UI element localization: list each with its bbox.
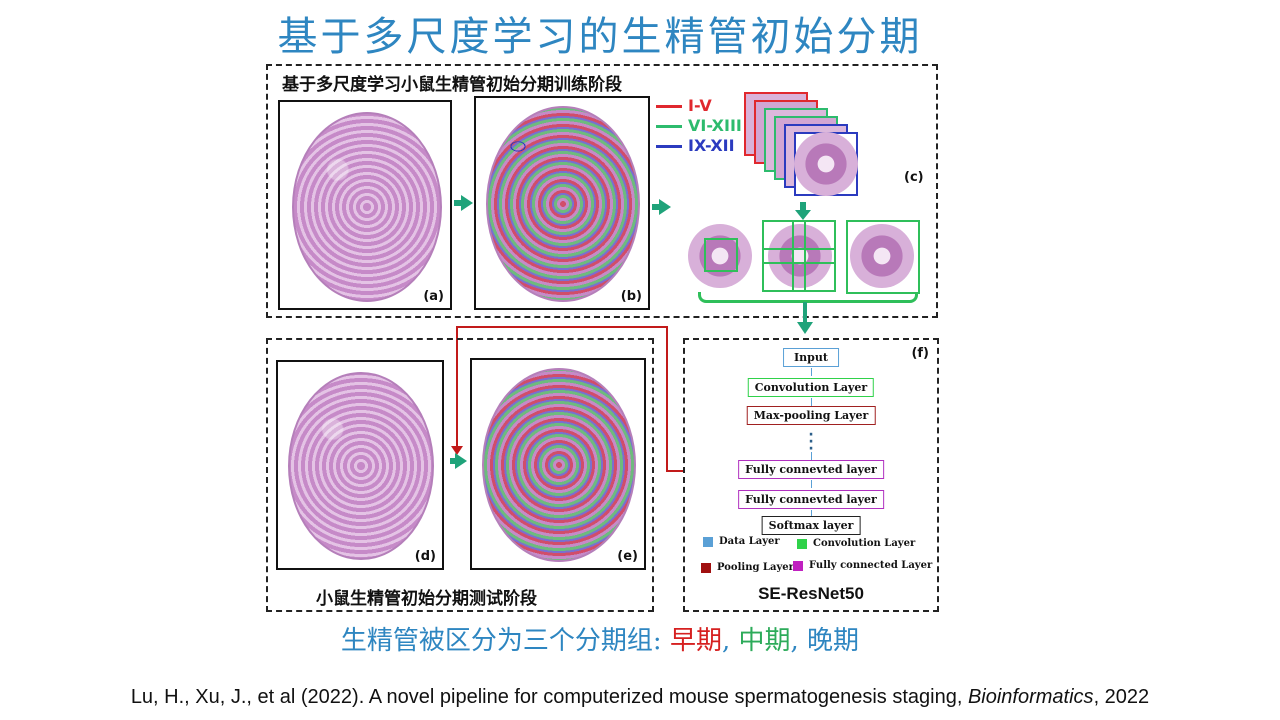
crop-box-2a — [762, 220, 806, 264]
legend-fc-text: Fully connected Layer — [809, 560, 933, 571]
layer-max-pooling: Max-pooling Layer — [746, 406, 876, 425]
panel-d-tissue-image: (d) — [276, 360, 444, 570]
legend-square-fc — [793, 560, 803, 571]
red-line-right-down — [666, 326, 668, 472]
legend-text-1: I-V — [688, 96, 712, 115]
panel-e-result-image: (e) — [470, 358, 646, 570]
layer-arrow-4 — [811, 480, 812, 488]
multiscale-crop-2 — [768, 224, 832, 288]
crop-box-1 — [704, 238, 738, 272]
panel-a-tissue-image: (a) — [278, 100, 452, 310]
layer-arrow-5 — [811, 510, 812, 518]
crop-box-2c — [762, 248, 806, 292]
connector-to-network — [803, 302, 807, 324]
legend-pooling-layer: Pooling Layer — [701, 562, 794, 573]
summary-late: 晚期 — [807, 626, 860, 656]
summary-early: 早期 — [669, 626, 722, 656]
panel-c-label: (c) — [904, 170, 924, 185]
summary-sep-2: , — [790, 626, 799, 656]
summary-sentence: 生精管被区分为三个分期组: 早期, 中期, 晚期 — [0, 620, 1200, 657]
connector-arrow-head — [797, 322, 813, 334]
testis-section-d — [288, 372, 434, 560]
layer-softmax: Softmax layer — [761, 516, 861, 535]
panel-a-label: (a) — [423, 289, 444, 304]
training-stage-box: 基于多尺度学习小鼠生精管初始分期训练阶段 (a) (b) I-V VI-XIII… — [266, 64, 938, 318]
legend-pool-text: Pooling Layer — [717, 562, 794, 573]
summary-sep-1: , — [721, 626, 731, 656]
slide-title: 基于多尺度学习的生精管初始分期 — [277, 14, 923, 60]
legend-square-data — [703, 536, 713, 547]
red-line-arrowhead — [451, 446, 463, 455]
layer-arrow-3 — [811, 452, 812, 460]
legend-conv-layer: Convolution Layer — [797, 538, 915, 549]
legend-data-layer: Data Layer — [703, 536, 780, 547]
legend-line-blue — [656, 145, 682, 148]
crop-box-3 — [846, 220, 920, 294]
layer-convolution: Convolution Layer — [747, 378, 875, 397]
multiscale-crop-1 — [688, 224, 752, 288]
legend-square-conv — [797, 538, 807, 549]
panel-b-label: (b) — [620, 289, 642, 304]
tubule-crop-icon — [794, 132, 858, 196]
legend-fc-layer: Fully connected Layer — [793, 560, 932, 571]
legend-stage-2: VI-XIII — [656, 116, 742, 135]
arrow-d-to-e-icon — [455, 453, 467, 469]
crop-box-2b — [792, 220, 836, 264]
panel-f-label: (f) — [911, 346, 929, 361]
layer-fully-connected-1: Fully connevted layer — [738, 460, 884, 479]
panel-b-annotated-image: (b) — [474, 96, 650, 310]
arrow-b-to-c-icon — [659, 199, 671, 215]
legend-square-pool — [701, 562, 711, 573]
arrow-d-to-e-shaft — [450, 458, 456, 464]
legend-data-text: Data Layer — [719, 536, 780, 547]
arrow-down-to-crops — [800, 202, 806, 212]
arrow-down-head — [795, 210, 811, 220]
arrow-a-to-b-icon — [461, 195, 473, 211]
layer-arrow-1 — [811, 368, 812, 376]
testing-stage-box: (d) (e) 小鼠生精管初始分期测试阶段 — [266, 338, 654, 612]
legend-line-red — [656, 105, 682, 108]
network-name: SE-ResNet50 — [758, 584, 864, 603]
reference-citation: Lu, H., Xu, J., et al (2022). A novel pi… — [0, 686, 1280, 709]
legend-line-green — [656, 125, 682, 128]
arrow-a-to-b-shaft — [454, 200, 462, 206]
testis-section-a — [292, 112, 442, 302]
layer-ellipsis-dots: ··· — [808, 427, 814, 457]
crops-bracket — [698, 292, 918, 303]
testing-stage-title: 小鼠生精管初始分期测试阶段 — [316, 589, 537, 609]
patch-stack — [744, 92, 874, 202]
reference-prefix: Lu, H., Xu, J., et al (2022). A novel pi… — [130, 686, 968, 708]
red-line-left — [456, 326, 458, 448]
arrow-b-to-c-shaft — [652, 204, 660, 210]
layer-arrow-2 — [811, 398, 812, 406]
layer-input: Input — [783, 348, 839, 367]
reference-suffix: , 2022 — [1093, 686, 1150, 708]
reference-journal: Bioinformatics — [967, 686, 1094, 708]
legend-stage-3: IX-XII — [656, 136, 735, 155]
legend-stage-1: I-V — [656, 96, 712, 115]
legend-text-3: IX-XII — [688, 136, 735, 155]
network-box: (f) Input Convolution Layer Max-pooling … — [683, 338, 939, 612]
layer-fully-connected-2: Fully connevted layer — [738, 490, 884, 509]
training-stage-title: 基于多尺度学习小鼠生精管初始分期训练阶段 — [282, 75, 622, 95]
crop-box-2d — [792, 248, 836, 292]
summary-mid: 中期 — [738, 626, 791, 656]
testis-section-b — [486, 106, 640, 302]
summary-prefix: 生精管被区分为三个分期组: — [340, 626, 662, 656]
testis-section-e — [482, 368, 636, 562]
panel-e-label: (e) — [617, 549, 638, 564]
panel-d-label: (d) — [414, 549, 436, 564]
red-line-bottom — [666, 470, 684, 472]
legend-text-2: VI-XIII — [688, 116, 742, 135]
red-line-top — [456, 326, 668, 328]
multiscale-crop-3 — [850, 224, 914, 288]
legend-conv-text: Convolution Layer — [813, 538, 916, 549]
